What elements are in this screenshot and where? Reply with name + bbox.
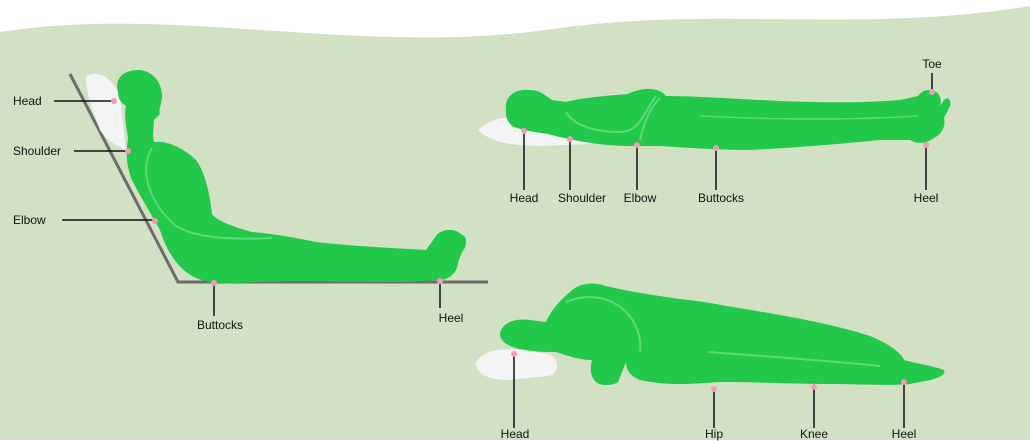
pressure-point-knee [811, 384, 817, 390]
pressure-point-heel [923, 142, 929, 148]
pressure-point-buttocks [713, 145, 719, 151]
pressure-point-heel [901, 379, 907, 385]
label-elbow: Elbow [624, 191, 657, 205]
pressure-point-toe [929, 89, 935, 95]
label-heel: Heel [892, 427, 917, 441]
label-shoulder: Shoulder [558, 191, 606, 205]
label-buttocks: Buttocks [197, 318, 243, 332]
label-shoulder: Shoulder [13, 144, 61, 158]
pressure-point-shoulder [567, 136, 573, 142]
pressure-point-elbow [634, 142, 640, 148]
label-head: Head [13, 94, 42, 108]
label-head: Head [501, 427, 530, 441]
label-buttocks: Buttocks [698, 191, 744, 205]
label-heel: Heel [439, 311, 464, 325]
label-head: Head [510, 191, 539, 205]
label-knee: Knee [800, 427, 828, 441]
pressure-point-elbow [152, 218, 158, 224]
label-hip: Hip [705, 427, 723, 441]
label-heel: Heel [914, 191, 939, 205]
label-elbow: Elbow [13, 213, 46, 227]
pressure-point-heel [437, 278, 443, 284]
pressure-point-buttocks [211, 280, 217, 286]
pressure-point-head [521, 128, 527, 134]
label-toe: Toe [922, 57, 941, 71]
pressure-point-shoulder [125, 148, 131, 154]
pressure-point-hip [711, 386, 717, 392]
pressure-point-head [511, 351, 517, 357]
pressure-point-head [111, 98, 117, 104]
